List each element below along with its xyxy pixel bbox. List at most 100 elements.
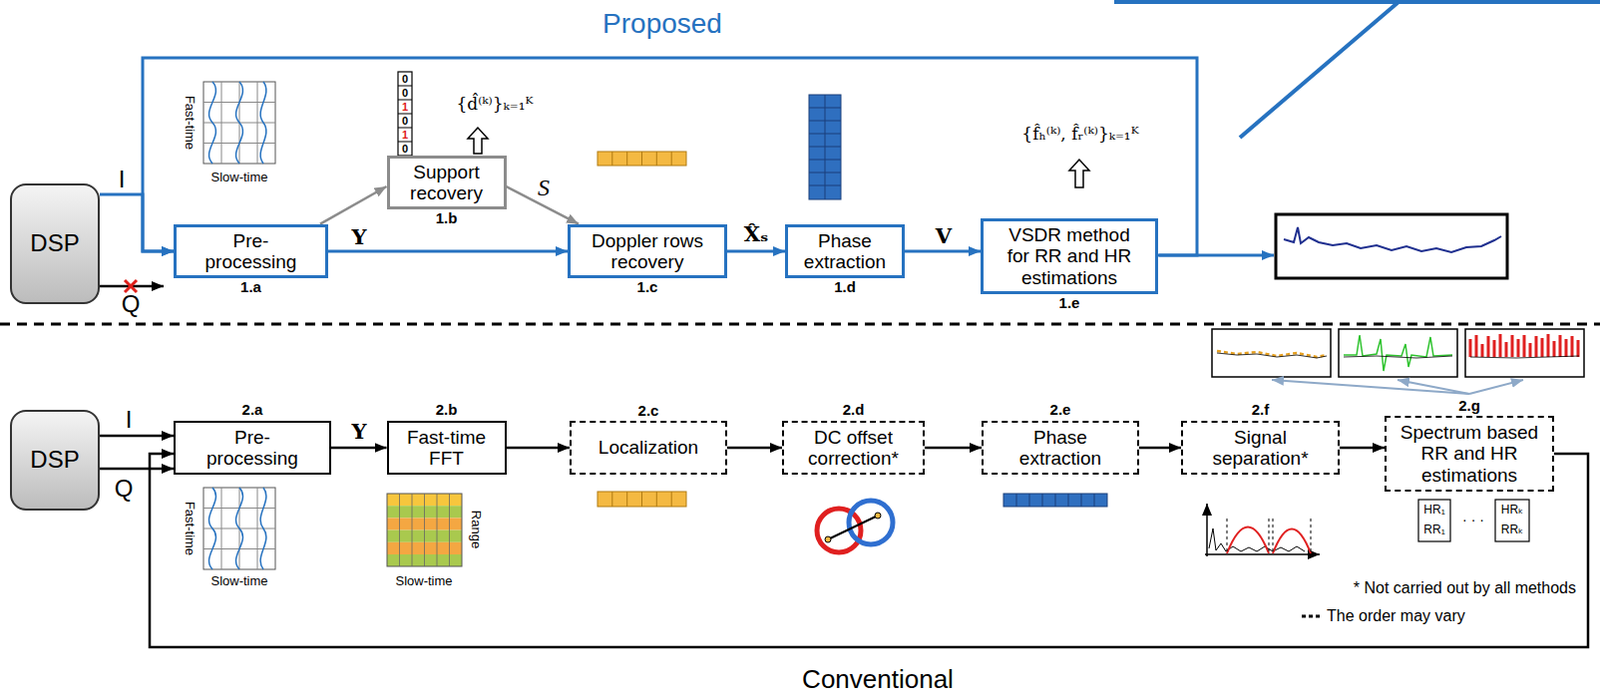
connector-arrow: [331, 446, 388, 450]
pointer-arrows: [1271, 380, 1470, 395]
range-grid: [387, 493, 462, 567]
connector-arrow: [328, 250, 568, 254]
phase-strip: [1003, 493, 1108, 507]
connector-arrow: [904, 250, 981, 254]
process-box: Pre- processing1.a: [173, 224, 329, 280]
box-label: Localization: [598, 436, 699, 458]
step-number: 2.b: [435, 401, 458, 419]
axis-label: Slow-time: [210, 574, 268, 589]
signal-label: I: [116, 166, 128, 193]
phase-column: [808, 94, 841, 200]
signal-label: S: [535, 174, 552, 201]
vector-entry: 0: [401, 86, 408, 99]
dsp-block: DSP: [9, 183, 100, 305]
box-label: Signal separation*: [1202, 426, 1318, 470]
connector-arrow: [99, 434, 174, 438]
phase-column: [808, 94, 841, 200]
doppler-rows-strip: [597, 151, 687, 166]
ellipsis: · · ·: [1462, 512, 1485, 528]
mini-plot: [1343, 356, 1453, 359]
chirp-grid: [260, 487, 267, 570]
spectrum-sketch: [1204, 553, 1320, 556]
localization-strip: [597, 491, 687, 507]
chirp-grid: [209, 81, 217, 164]
output-plot: [1283, 227, 1502, 253]
pointer-arrows: [1397, 380, 1470, 395]
step-number: 1.b: [435, 210, 458, 228]
chirp-grid: [203, 81, 276, 164]
connector-arrow: [1139, 446, 1182, 450]
optional-step-box: Signal separation*2.f: [1181, 420, 1340, 476]
mini-plot: [1343, 335, 1453, 372]
result-matrix: [1418, 499, 1451, 542]
connector-arrow: [149, 453, 1589, 648]
signal-label: Y: [350, 225, 370, 249]
mini-plot: [1211, 329, 1331, 378]
chirp-grid: [209, 487, 217, 570]
mini-plot: [1216, 351, 1327, 358]
hollow-arrow: [1069, 159, 1090, 188]
connector-arrow: [727, 250, 786, 254]
range-grid: [400, 493, 450, 567]
dc-offset-circles: [816, 500, 893, 553]
axis-label: Fast-time: [182, 501, 197, 556]
axis-label: Fast-time: [182, 95, 197, 150]
step-number: 1.a: [240, 279, 262, 297]
signal-label: Y: [350, 419, 370, 443]
connector-arrow: [1339, 446, 1385, 450]
localization-strip: [597, 491, 687, 507]
doppler-rows-strip: [612, 151, 672, 166]
step-number: 2.d: [842, 401, 865, 419]
localization-strip: [612, 491, 672, 507]
connector-arrow: [924, 446, 982, 450]
mini-plot: [1470, 356, 1580, 359]
matrix-cell: HRₖ: [1501, 503, 1524, 517]
matrix-cell: HR₁: [1423, 503, 1445, 517]
connector-arrow: [727, 446, 783, 450]
support-vector: [398, 85, 412, 142]
phase-strip: [1003, 493, 1108, 507]
spectrum-sketch: [1226, 518, 1311, 554]
spectrum-sketch: [1272, 529, 1311, 555]
dc-offset-circles: [816, 508, 861, 553]
step-number: 2.e: [1050, 401, 1072, 419]
box-label: Support recovery: [397, 161, 497, 205]
box-label: Doppler rows recovery: [580, 230, 716, 274]
dsp-block: DSP: [9, 409, 100, 511]
chirp-grid: [236, 487, 244, 570]
vector-entry: 0: [401, 114, 408, 127]
dc-offset-circles: [824, 536, 831, 543]
dc-offset-circles: [874, 512, 881, 519]
process-box: Phase extraction1.d: [785, 224, 905, 280]
spectrum-sketch: [1204, 503, 1320, 557]
callout-line: [1239, 1, 1399, 138]
step-number: 1.e: [1059, 295, 1081, 313]
optional-step-box: Localization2.c: [569, 420, 728, 475]
signal-label: V: [933, 224, 954, 248]
pointer-arrows: [1469, 380, 1524, 395]
box-label: DC offset correction*: [794, 426, 914, 470]
box-label: DSP: [29, 230, 79, 258]
vector-entry: 0: [401, 72, 408, 85]
process-box: Pre- processing2.a: [173, 420, 332, 476]
connector-arrow: [99, 467, 174, 471]
axis-label: Slow-time: [395, 574, 452, 589]
result-matrix: [1495, 499, 1530, 542]
support-vector: [398, 71, 412, 156]
optional-step-box: Phase extraction2.e: [981, 420, 1140, 476]
dc-offset-circles: [827, 515, 878, 540]
box-label: Pre- processing: [202, 426, 303, 470]
axis-label: Slow-time: [210, 170, 268, 185]
mini-plot: [1338, 329, 1458, 378]
optional-step-box: Spectrum based RR and HR estimations2.g: [1384, 415, 1555, 492]
vector-entry: 0: [401, 142, 408, 155]
signal-label: X̂ₛ: [742, 222, 772, 246]
phase-strip: [1016, 493, 1095, 507]
connector-arrow: [506, 446, 571, 450]
vector-entry: 1: [401, 128, 408, 141]
dc-offset-circles: [848, 500, 893, 545]
process-box: Doppler rows recovery1.c: [567, 224, 728, 280]
chirp-grid: [203, 81, 276, 164]
spectrum-sketch: [1205, 503, 1208, 557]
process-box: VSDR method for RR and HR estimations1.e: [980, 218, 1159, 295]
